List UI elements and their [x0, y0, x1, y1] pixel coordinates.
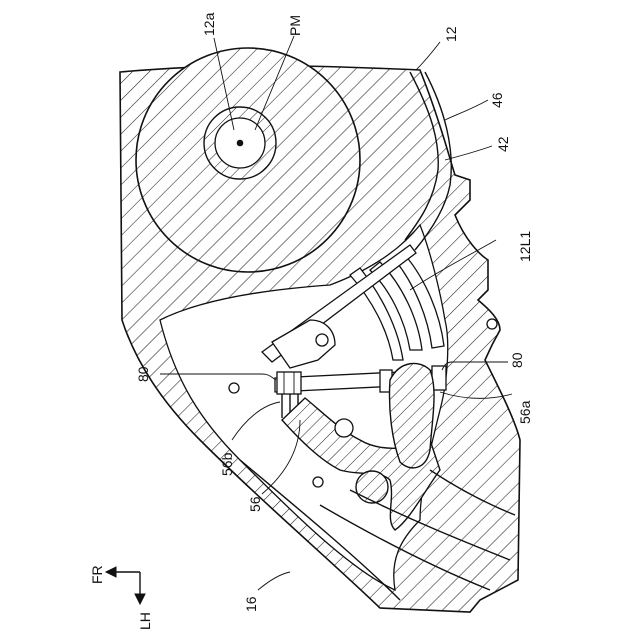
- shaft-center: [237, 140, 243, 146]
- hub: [356, 471, 388, 503]
- label-56: 56: [247, 496, 263, 512]
- connector-80-left: [277, 372, 301, 394]
- hole-3: [313, 477, 323, 487]
- label-80-right: 80: [509, 352, 525, 368]
- bracket-hole: [316, 334, 328, 346]
- label-46: 46: [489, 92, 505, 108]
- label-PM: PM: [287, 15, 303, 36]
- label-56b: 56b: [219, 452, 235, 476]
- label-12: 12: [443, 26, 459, 42]
- label-12a: 12a: [201, 12, 217, 36]
- member-56a: [389, 363, 434, 467]
- label-80-left: 80: [135, 366, 151, 382]
- hole-2: [229, 383, 239, 393]
- label-FR: FR: [89, 565, 105, 584]
- hole-1: [335, 419, 353, 437]
- label-56a: 56a: [517, 400, 533, 424]
- label-12L1: 12L1: [517, 231, 533, 262]
- label-42: 42: [495, 136, 511, 152]
- hole-4: [487, 319, 497, 329]
- label-16: 16: [243, 596, 259, 612]
- label-LH: LH: [137, 612, 153, 630]
- direction-indicator: [106, 567, 145, 604]
